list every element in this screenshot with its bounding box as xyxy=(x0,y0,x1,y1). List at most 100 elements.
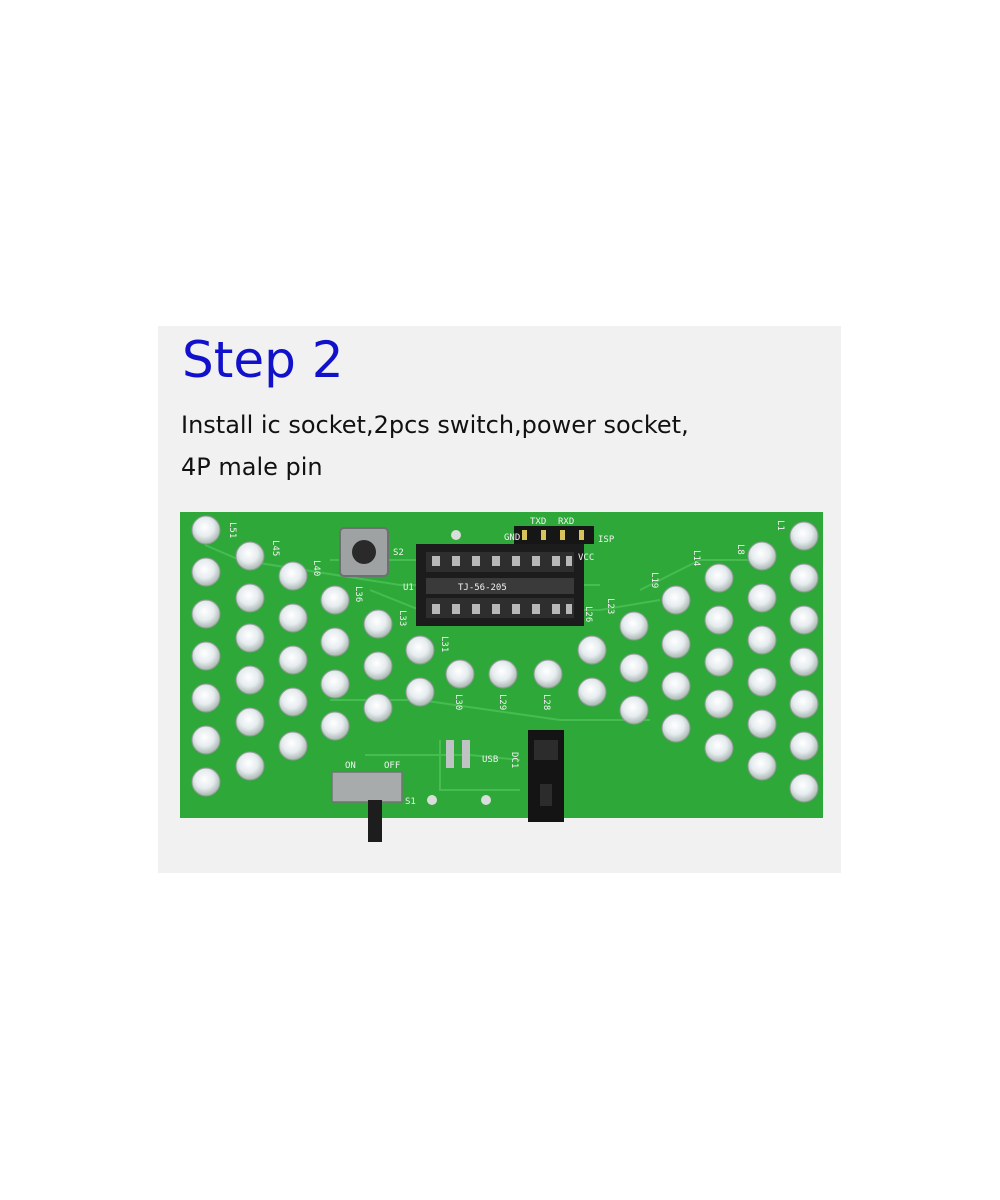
silk-l51: L51 xyxy=(227,522,237,538)
led xyxy=(191,641,221,671)
led xyxy=(191,767,221,797)
led xyxy=(789,647,819,677)
led xyxy=(363,693,393,723)
usb-pad xyxy=(462,740,470,768)
silk-l8: L8 xyxy=(735,544,745,555)
led xyxy=(235,751,265,781)
led xyxy=(789,521,819,551)
mounting-hole xyxy=(481,795,491,805)
step-description-line-2: 4P male pin xyxy=(181,453,323,481)
led xyxy=(278,687,308,717)
led xyxy=(320,585,350,615)
four-pin-male-header xyxy=(514,526,594,544)
led xyxy=(747,583,777,613)
led xyxy=(747,625,777,655)
led xyxy=(661,671,691,701)
silk-usb: USB xyxy=(482,755,498,765)
silk-u1: U1 xyxy=(403,583,414,593)
led xyxy=(191,515,221,545)
led xyxy=(789,689,819,719)
led xyxy=(235,707,265,737)
led xyxy=(704,733,734,763)
led xyxy=(533,659,563,689)
led xyxy=(320,711,350,741)
silk-l33: L33 xyxy=(397,610,407,626)
silk-rxd: RXD xyxy=(558,517,574,527)
led xyxy=(320,669,350,699)
led xyxy=(405,635,435,665)
led xyxy=(661,629,691,659)
led xyxy=(191,557,221,587)
silk-l36: L36 xyxy=(353,586,363,602)
led xyxy=(235,665,265,695)
silk-vcc: VCC xyxy=(578,553,594,563)
step-title: Step 2 xyxy=(182,331,344,389)
led xyxy=(661,585,691,615)
led xyxy=(747,709,777,739)
led xyxy=(445,659,475,689)
silk-l23: L23 xyxy=(605,598,615,614)
led xyxy=(619,695,649,725)
led xyxy=(235,583,265,613)
silk-l14: L14 xyxy=(691,550,701,566)
reset-tactile-switch xyxy=(339,527,389,577)
led xyxy=(363,609,393,639)
silk-l19: L19 xyxy=(649,572,659,588)
led xyxy=(235,541,265,571)
led xyxy=(577,635,607,665)
step-description-line-1: Install ic socket,2pcs switch,power sock… xyxy=(181,411,689,439)
led xyxy=(235,623,265,653)
silk-off: OFF xyxy=(384,761,400,771)
silk-gnd: GND xyxy=(504,533,520,543)
led xyxy=(191,599,221,629)
silk-isp: ISP xyxy=(598,535,615,545)
silk-l40: L40 xyxy=(311,560,321,576)
silk-l1: L1 xyxy=(775,520,785,531)
led xyxy=(619,653,649,683)
chip-label: TJ-56-205 xyxy=(458,583,507,593)
led xyxy=(747,667,777,697)
led xyxy=(278,731,308,761)
led xyxy=(789,731,819,761)
silk-l31: L31 xyxy=(439,636,449,652)
led xyxy=(191,725,221,755)
led xyxy=(789,563,819,593)
led xyxy=(191,683,221,713)
led xyxy=(363,651,393,681)
led xyxy=(320,627,350,657)
mounting-hole xyxy=(427,795,437,805)
power-slide-switch xyxy=(331,771,403,842)
mounting-hole xyxy=(451,530,461,540)
silk-l45: L45 xyxy=(270,540,280,556)
led xyxy=(789,605,819,635)
silk-txd: TXD xyxy=(530,517,546,527)
silk-l30: L30 xyxy=(453,694,463,710)
led xyxy=(704,689,734,719)
led xyxy=(789,773,819,803)
silk-s1: S1 xyxy=(405,797,416,807)
silk-l26: L26 xyxy=(583,606,593,622)
usb-pad xyxy=(446,740,454,768)
led xyxy=(619,611,649,641)
silk-dc1: DC1 xyxy=(509,752,519,768)
led xyxy=(661,713,691,743)
led xyxy=(704,605,734,635)
silk-l29: L29 xyxy=(497,694,507,710)
led xyxy=(278,645,308,675)
led-matrix xyxy=(191,515,819,803)
led xyxy=(704,563,734,593)
silk-on: ON xyxy=(345,761,356,771)
silk-s2: S2 xyxy=(393,548,404,558)
dc-power-jack xyxy=(528,730,564,822)
led xyxy=(747,751,777,781)
led xyxy=(577,677,607,707)
led xyxy=(488,659,518,689)
led xyxy=(405,677,435,707)
led xyxy=(704,647,734,677)
led xyxy=(278,561,308,591)
ic-socket-pins xyxy=(432,556,572,614)
silk-l28: L28 xyxy=(541,694,551,710)
led xyxy=(747,541,777,571)
led xyxy=(278,603,308,633)
